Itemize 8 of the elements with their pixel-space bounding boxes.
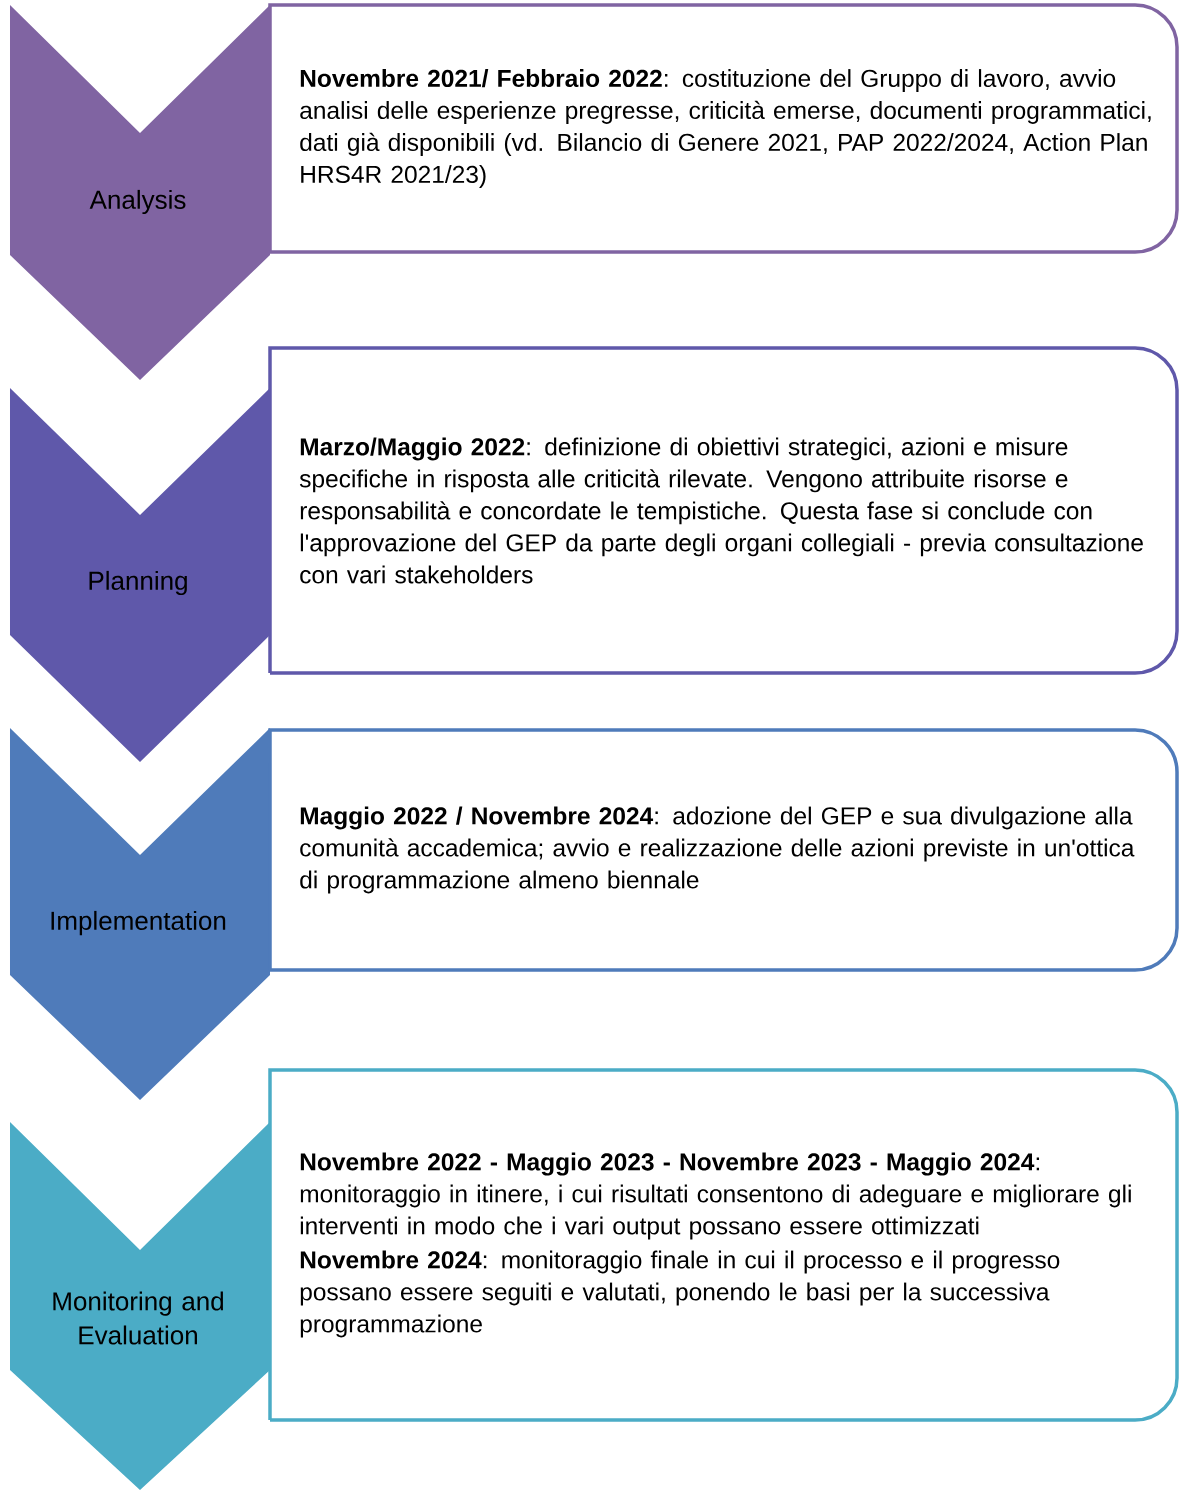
text-box: Marzo/Maggio 2022: definizione di obiettivi strategici, azioni e misure specifiche in risposta alle criticità rilevate. Vengono attribuite risorse e responsabilità e concordate le tempistiche. Questa fase si conclude con l'approvazione del GEP da parte degli organi collegiali - previa consultazione con vari stakeholders (268, 346, 1179, 675)
phase-banner: Analysis (10, 5, 270, 380)
text-box: Novembre 2021/ Febbraio 2022: costituzione del Gruppo di lavoro, avvio analisi delle esperienze pregresse, criticità emerse, documenti programmatici, dati già disponibili (vd. Bilancio di Genere 2021, PAP 2022/2024, Action Plan HRS4R 2021/23) (268, 3, 1179, 254)
phase-banner: Planning (10, 388, 270, 762)
text-box: Novembre 2022 - Maggio 2023 - Novembre 2023 - Maggio 2024: monitoraggio in itinere, i cui risultati consentono di adeguare e migliorare gli interventi in modo che i vari output possano essere ottimizzati Novembre 2024: monitoraggio finale in cui il processo e il progresso possano essere seguiti e valutati, ponendo le basi per la successiva programmazione (268, 1068, 1179, 1422)
phase-banner: Implementation (10, 728, 270, 1100)
text-box: Maggio 2022 / Novembre 2024: adozione del GEP e sua divulgazione alla comunità accademica; avvio e realizzazione delle azioni previste in un'ottica di programmazione almeno biennale (268, 728, 1179, 972)
phase-banner: Monitoring and Evaluation (10, 1122, 270, 1490)
